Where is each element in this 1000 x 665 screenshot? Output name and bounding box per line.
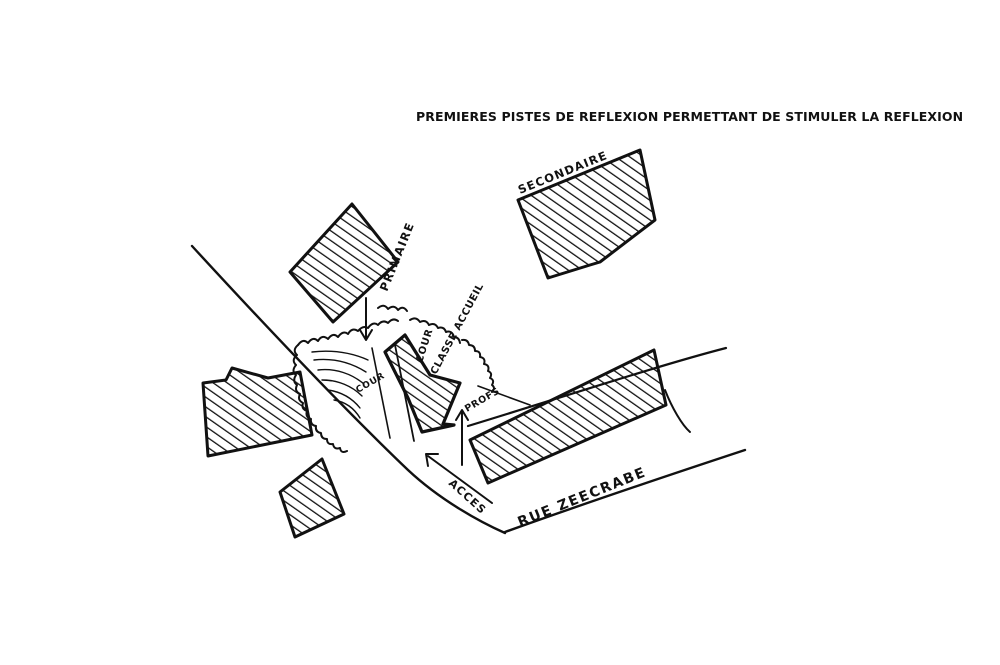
label-profs: PROFS [463, 386, 502, 415]
sketch-title: PREMIERES PISTES DE REFLEXION PERMETTANT… [416, 109, 963, 124]
building-east [468, 348, 668, 485]
building-southwest [278, 457, 346, 539]
arrow-acces [425, 453, 493, 504]
label-cour-classe-accueil-line2: CLASSE ACCUEIL [429, 282, 486, 377]
road-lines [190, 244, 747, 535]
school-building [383, 333, 462, 434]
label-cour-classe-accueil-line1: COUR [414, 327, 435, 364]
label-cour: COUR [355, 371, 387, 396]
label-street: RUE ZEECRABE [516, 464, 649, 530]
building-primaire [288, 202, 400, 324]
tree-outline [292, 304, 495, 453]
arrow-profs [455, 409, 469, 466]
building-secondaire [516, 148, 657, 280]
building-west [201, 366, 314, 458]
cour-arcs [311, 350, 369, 419]
arrow-primaire [359, 297, 373, 341]
